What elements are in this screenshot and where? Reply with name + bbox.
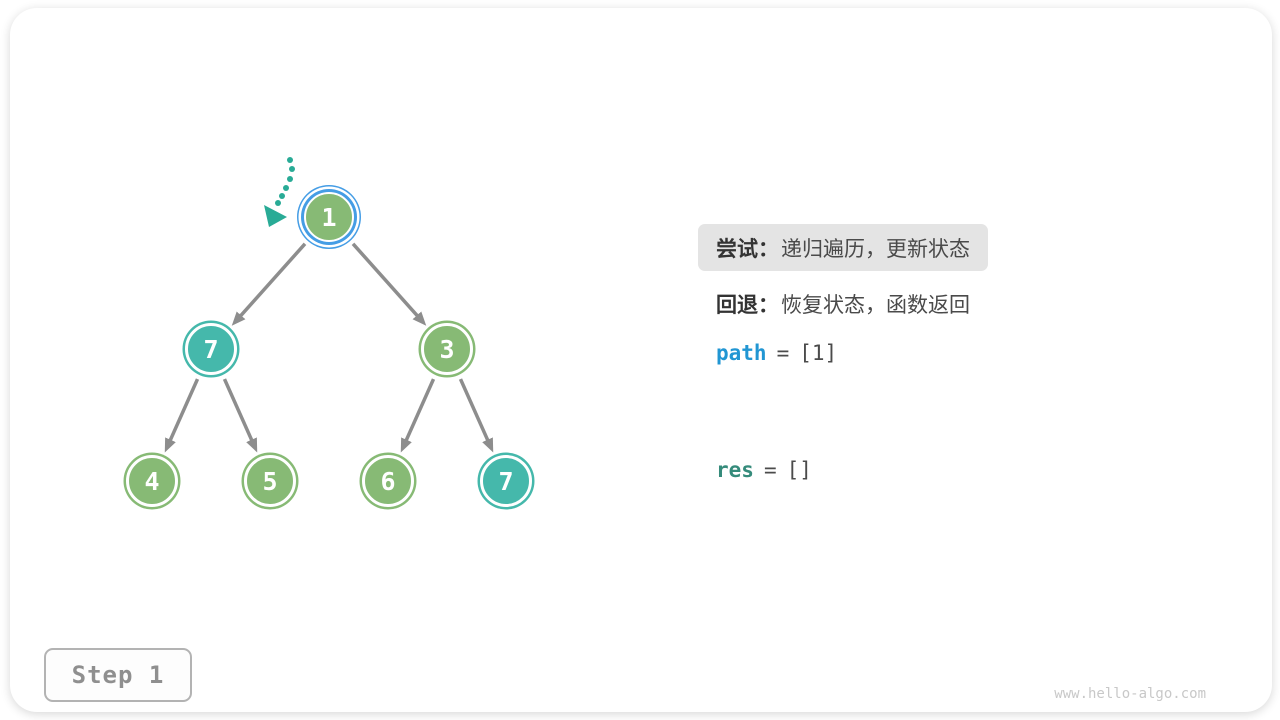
watermark: www.hello-algo.com	[1054, 686, 1206, 702]
path-variable-value: [1]	[799, 341, 838, 365]
tree-node-n1: 1	[304, 192, 354, 242]
tree-node-n7l: 7	[185, 323, 237, 375]
tree-node-n6: 6	[362, 455, 414, 507]
path-variable-line: path = [1]	[716, 339, 837, 367]
figure-card: 1 7 3 4 5 6 7 尝试：递归遍历，更新状态 回退：恢复状态，函数返回 path =…	[10, 8, 1272, 712]
binary-tree: 1 7 3 4 5 6 7	[10, 8, 1280, 720]
tree-node-n7r: 7	[480, 455, 532, 507]
tree-node-n4: 4	[126, 455, 178, 507]
res-variable-value: []	[786, 458, 812, 482]
annotation-try-label: 尝试：	[716, 237, 779, 261]
res-variable-line: res = []	[716, 456, 812, 484]
step-indicator: Step 1	[44, 648, 192, 702]
path-variable-name: path	[716, 341, 767, 365]
tree-node-n3: 3	[421, 323, 473, 375]
tree-node-n5: 5	[244, 455, 296, 507]
res-variable-name: res	[716, 458, 754, 482]
annotation-try: 尝试：递归遍历，更新状态	[698, 224, 988, 271]
annotation-try-text: 递归遍历，更新状态	[781, 237, 970, 261]
path-equals-sign: =	[776, 341, 790, 365]
step-indicator-label: Step 1	[71, 661, 165, 689]
tree-node-label: 6	[380, 466, 396, 496]
annotation-backtrack: 回退：恢复状态，函数返回	[716, 290, 970, 318]
tree-node-label: 1	[321, 202, 337, 232]
res-equals-sign: =	[763, 458, 777, 482]
tree-node-label: 7	[498, 466, 514, 496]
tree-node-label: 3	[439, 334, 455, 364]
tree-node-label: 5	[262, 466, 278, 496]
annotation-backtrack-text: 恢复状态，函数返回	[781, 294, 970, 317]
tree-node-label: 7	[203, 334, 219, 364]
tree-node-label: 4	[144, 466, 160, 496]
annotation-backtrack-label: 回退：	[716, 294, 779, 317]
